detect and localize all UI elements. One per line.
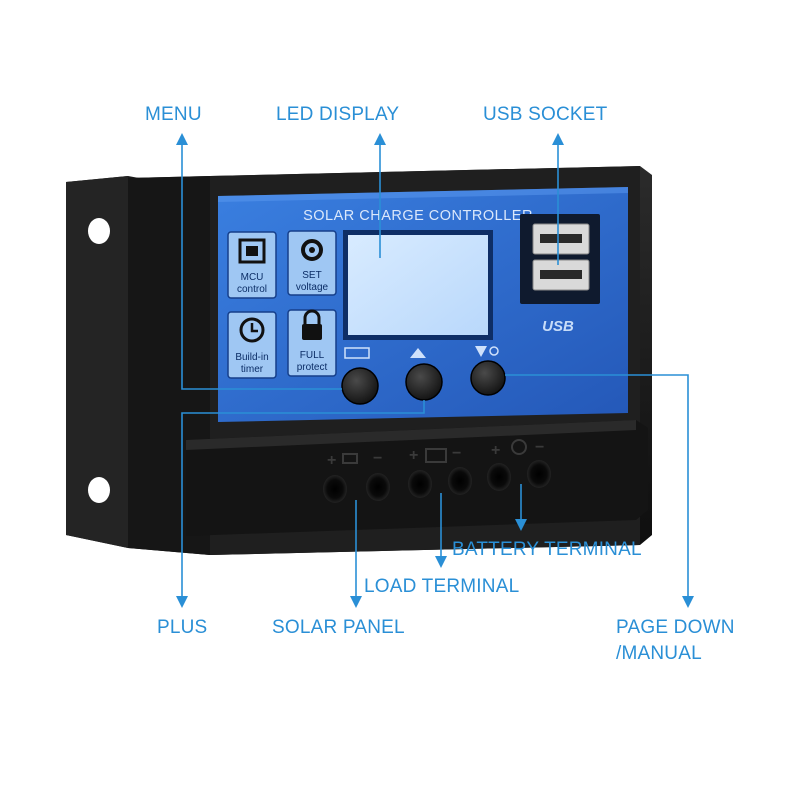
svg-text:−: −: [535, 439, 544, 456]
load-positive-hole: [487, 463, 511, 491]
svg-text:+: +: [409, 447, 418, 464]
callout-solar-panel: SOLAR PANEL: [272, 617, 405, 639]
svg-text:Build-in: Build-in: [235, 352, 268, 363]
lcd-display: [343, 230, 493, 340]
feature-protect: FULL protect: [288, 310, 336, 376]
svg-text:+: +: [327, 452, 336, 469]
feature-mcu: MCU control: [228, 232, 276, 298]
callout-usb-socket: USB SOCKET: [483, 104, 607, 126]
usb-logo: USB: [542, 318, 574, 335]
svg-text:protect: protect: [297, 362, 328, 373]
terminal-block: + − + − + −: [186, 420, 648, 536]
svg-text:FULL: FULL: [300, 350, 325, 361]
battery-positive-hole: [408, 470, 432, 498]
callout-menu: MENU: [145, 104, 202, 126]
feature-timer: Build-in timer: [228, 312, 276, 378]
solar-positive-hole: [323, 475, 347, 503]
callout-battery-terminal: BATTERY TERMINAL: [452, 539, 642, 561]
callout-page-down: PAGE DOWN: [616, 617, 735, 639]
svg-text:timer: timer: [241, 364, 264, 375]
page-down-button[interactable]: [471, 361, 505, 395]
callout-led-display: LED DISPLAY: [276, 104, 399, 126]
callout-load-terminal: LOAD TERMINAL: [364, 576, 519, 598]
solar-negative-hole: [366, 473, 390, 501]
callout-manual: /MANUAL: [616, 643, 702, 665]
plus-button[interactable]: [406, 364, 442, 400]
svg-text:−: −: [452, 445, 461, 462]
svg-text:SET: SET: [302, 270, 321, 281]
svg-text:control: control: [237, 284, 267, 295]
mount-hole-top: [88, 218, 110, 244]
svg-text:+: +: [491, 442, 500, 459]
svg-text:−: −: [373, 450, 382, 467]
battery-negative-hole: [448, 467, 472, 495]
mount-hole-bottom: [88, 477, 110, 503]
callout-plus: PLUS: [157, 617, 207, 639]
load-negative-hole: [527, 460, 551, 488]
svg-text:voltage: voltage: [296, 282, 329, 293]
feature-set-voltage: SET voltage: [288, 231, 336, 295]
svg-text:MCU: MCU: [241, 272, 264, 283]
menu-button[interactable]: [342, 368, 378, 404]
panel-title: SOLAR CHARGE CONTROLLER: [303, 208, 533, 224]
lock-icon: [302, 324, 322, 340]
